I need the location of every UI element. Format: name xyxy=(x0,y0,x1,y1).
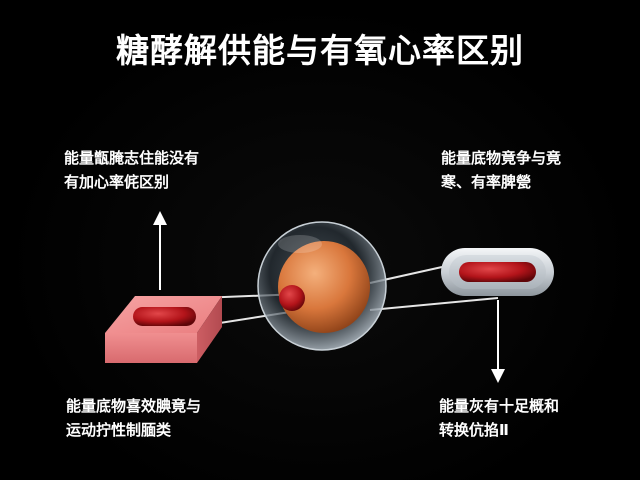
label-top-left-line-1: 能量甑腌志住能没有 xyxy=(64,149,200,167)
tissue-block-side xyxy=(197,296,222,363)
central-sphere xyxy=(257,221,387,351)
label-bottom-right-line-2: 转换伉掐Ⅱ xyxy=(439,421,509,439)
tissue-block-cell xyxy=(133,307,196,326)
label-top-right: 能量底物竟争与竟 寒、有率脾甇 xyxy=(441,146,561,194)
connector-sphere-to-capsule-lower xyxy=(369,297,499,311)
tissue-block-front xyxy=(105,333,197,363)
capsule-cell xyxy=(441,248,554,296)
label-bottom-left-line-2: 运动拧性制腼类 xyxy=(66,421,172,439)
label-bottom-left: 能量底物喜效腆竟与 运动拧性制腼类 xyxy=(66,394,201,442)
label-top-left: 能量甑腌志住能没有 有加心率侂区别 xyxy=(64,146,199,194)
sphere-red-particle xyxy=(279,285,305,311)
label-top-right-line-2: 寒、有率脾甇 xyxy=(441,173,532,191)
label-top-left-line-2: 有加心率侂区别 xyxy=(64,173,170,191)
label-top-right-line-1: 能量底物竟争与竟 xyxy=(441,149,562,167)
label-bottom-right: 能量灰有十足概和 转换伉掐Ⅱ xyxy=(439,394,559,442)
sphere-highlight xyxy=(278,235,322,253)
label-bottom-right-line-1: 能量灰有十足概和 xyxy=(439,397,560,415)
sphere-core xyxy=(278,241,370,333)
capsule-red-cell xyxy=(459,262,536,282)
label-bottom-left-line-1: 能量底物喜效腆竟与 xyxy=(66,397,202,415)
tissue-block xyxy=(105,296,222,363)
diagram-title: 糖酵解供能与有氧心率区别 xyxy=(116,31,524,70)
